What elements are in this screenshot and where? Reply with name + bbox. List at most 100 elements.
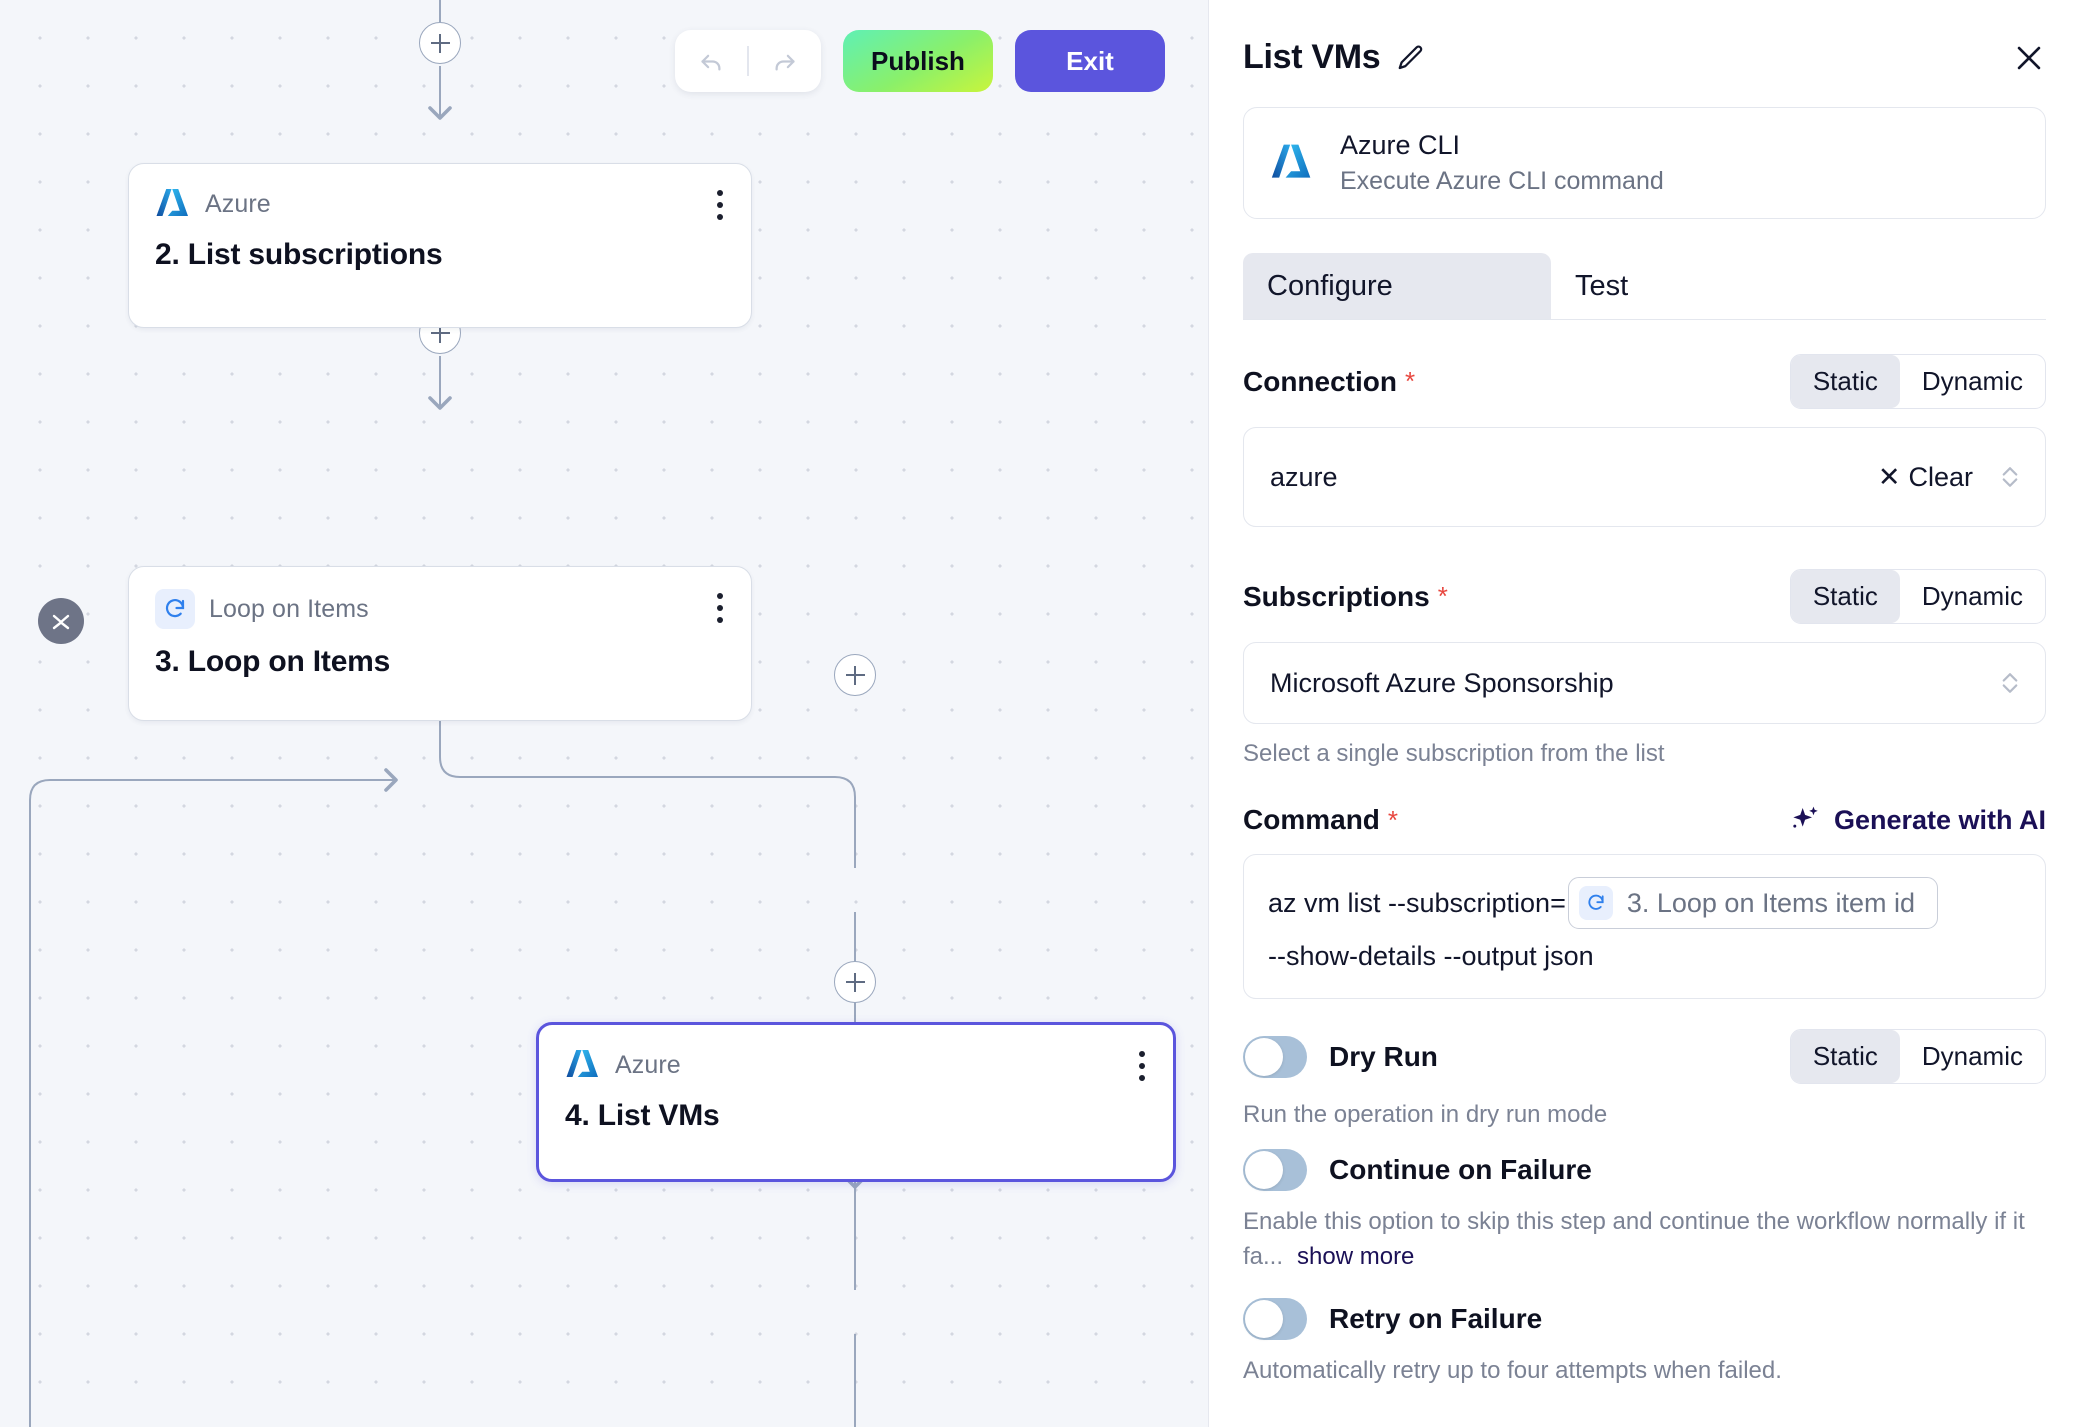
loop-badge <box>155 589 195 629</box>
toggle-knob <box>1245 1150 1283 1189</box>
continue-on-failure-description: Enable this option to skip this step and… <box>1243 1205 2033 1275</box>
subscriptions-hint: Select a single subscription from the li… <box>1243 740 1665 767</box>
connection-mode-toggle: Static Dynamic <box>1789 354 2046 409</box>
add-step-button-3[interactable] <box>834 654 876 696</box>
operation-description: Execute Azure CLI command <box>1340 167 1664 195</box>
workflow-node-list-vms[interactable]: Azure 4. List VMs <box>536 1022 1176 1182</box>
node-header: Azure <box>565 1047 1147 1083</box>
subscriptions-label: Subscriptions <box>1243 580 1430 612</box>
operation-name: Azure CLI <box>1340 130 1461 160</box>
toggle-knob <box>1245 1037 1283 1076</box>
panel-form: Connection * Static Dynamic azure ✕ Clea… <box>1209 354 2080 1389</box>
pencil-icon[interactable] <box>1396 43 1426 73</box>
collapse-loop-button[interactable] <box>38 598 84 644</box>
connection-mode-static[interactable]: Static <box>1790 355 1900 408</box>
command-row: Command * Generate with AI <box>1243 804 2046 836</box>
tab-configure[interactable]: Configure <box>1243 253 1551 319</box>
panel-title: List VMs <box>1243 38 1381 76</box>
continue-on-failure-label: Continue on Failure <box>1329 1153 1592 1185</box>
exit-button[interactable]: Exit <box>1015 30 1165 92</box>
node-header: Azure <box>155 186 725 222</box>
dry-run-description: Run the operation in dry run mode <box>1243 1101 1608 1128</box>
dry-run-mode-dynamic[interactable]: Dynamic <box>1921 1041 2023 1071</box>
show-more-link[interactable]: show more <box>1297 1242 1415 1270</box>
node-header: Loop on Items <box>155 589 725 629</box>
retry-on-failure-description: Automatically retry up to four attempts … <box>1243 1357 1782 1385</box>
connection-mode-dynamic[interactable]: Dynamic <box>1921 366 2023 396</box>
connection-value: azure <box>1270 461 1338 492</box>
required-marker: * <box>1387 804 1399 835</box>
publish-button[interactable]: Publish <box>843 30 993 92</box>
chevron-updown-icon[interactable] <box>1999 462 2021 492</box>
loop-badge <box>1578 886 1613 920</box>
loop-refresh-icon <box>1588 894 1604 910</box>
node-type-label: Azure <box>615 1050 681 1079</box>
node-menu-button[interactable] <box>715 593 725 623</box>
subscriptions-mode-dynamic[interactable]: Dynamic <box>1921 581 2023 611</box>
dry-run-row: Dry Run Static Dynamic <box>1243 1029 2046 1084</box>
generate-with-ai-button[interactable]: Generate with AI <box>1790 804 2046 836</box>
connection-label: Connection <box>1243 365 1397 397</box>
collapse-chevrons-icon <box>52 614 70 630</box>
tab-test[interactable]: Test <box>1575 269 1629 302</box>
toggle-knob <box>1245 1300 1283 1339</box>
subscriptions-mode-toggle: Static Dynamic <box>1789 569 2046 624</box>
close-icon[interactable] <box>2012 41 2046 75</box>
loop-refresh-icon <box>165 599 185 618</box>
workflow-canvas[interactable]: Azure 2. List subscriptions Loop on Item… <box>0 0 1208 1427</box>
continue-on-failure-toggle[interactable] <box>1243 1148 1307 1191</box>
node-title: 3. Loop on Items <box>155 645 391 678</box>
command-token-label: 3. Loop on Items item id <box>1626 887 1915 918</box>
chevron-updown-icon[interactable] <box>1999 668 2021 698</box>
workflow-node-list-subscriptions[interactable]: Azure 2. List subscriptions <box>128 163 752 328</box>
node-title: 4. List VMs <box>565 1099 720 1132</box>
dry-run-label: Dry Run <box>1329 1040 1438 1072</box>
clear-label: Clear <box>1908 461 1973 492</box>
canvas-toolbar: Publish Exit <box>675 30 1165 92</box>
undo-redo-group <box>675 30 821 92</box>
retry-on-failure-toggle[interactable] <box>1243 1298 1307 1341</box>
command-label: Command <box>1243 804 1380 835</box>
undo-arrow-icon <box>701 54 721 70</box>
command-token-loop-item-id[interactable]: 3. Loop on Items item id <box>1567 877 1938 929</box>
add-step-button-4[interactable] <box>834 961 876 1003</box>
node-type-label: Azure <box>205 189 271 218</box>
step-config-panel: List VMs Azure CLI Execute Azure CLI com… <box>1208 0 2080 1427</box>
node-menu-button[interactable] <box>1137 1051 1147 1081</box>
close-x-icon: ✕ <box>1877 461 1901 492</box>
dry-run-mode-toggle: Static Dynamic <box>1789 1029 2046 1084</box>
azure-logo-icon <box>566 1050 598 1077</box>
continue-on-failure-text: Enable this option to skip this step and… <box>1243 1207 2025 1270</box>
redo-button[interactable] <box>749 30 821 92</box>
retry-on-failure-label: Retry on Failure <box>1329 1303 1543 1335</box>
workflow-node-loop-on-items[interactable]: Loop on Items 3. Loop on Items <box>128 566 752 721</box>
connection-select[interactable]: azure ✕ Clear <box>1243 427 2046 527</box>
subscriptions-value: Microsoft Azure Sponsorship <box>1270 667 1614 698</box>
command-line-2: --show-details --output json <box>1268 941 1594 971</box>
connection-row: Connection * Static Dynamic <box>1243 354 2046 409</box>
dry-run-toggle[interactable] <box>1243 1035 1307 1078</box>
redo-arrow-icon <box>775 54 795 70</box>
command-prefix: az vm list --subscription= <box>1268 887 1566 918</box>
generate-with-ai-label: Generate with AI <box>1833 804 2046 835</box>
command-line-1: az vm list --subscription= 3. Loop on It… <box>1268 877 2021 929</box>
panel-tabs: Configure Test <box>1243 253 2046 320</box>
node-menu-button[interactable] <box>715 190 725 220</box>
subscriptions-select[interactable]: Microsoft Azure Sponsorship <box>1243 642 2046 724</box>
dry-run-mode-static[interactable]: Static <box>1790 1030 1900 1083</box>
azure-logo-icon <box>156 189 188 216</box>
retry-on-failure-row: Retry on Failure <box>1243 1298 2046 1341</box>
command-editor[interactable]: az vm list --subscription= 3. Loop on It… <box>1243 854 2046 999</box>
node-type-label: Loop on Items <box>209 594 369 623</box>
operation-card: Azure CLI Execute Azure CLI command <box>1243 107 2046 219</box>
required-marker: * <box>1437 581 1448 611</box>
azure-logo-icon <box>1271 144 1311 178</box>
add-step-button-top[interactable] <box>419 22 461 64</box>
panel-header: List VMs <box>1209 0 2080 77</box>
subscriptions-mode-static[interactable]: Static <box>1790 570 1900 623</box>
undo-button[interactable] <box>675 30 747 92</box>
sparkle-icon <box>1793 806 1818 828</box>
continue-on-failure-row: Continue on Failure <box>1243 1148 2046 1191</box>
toolbar-divider <box>747 46 749 76</box>
connection-clear-button[interactable]: ✕ Clear <box>1878 462 1973 493</box>
